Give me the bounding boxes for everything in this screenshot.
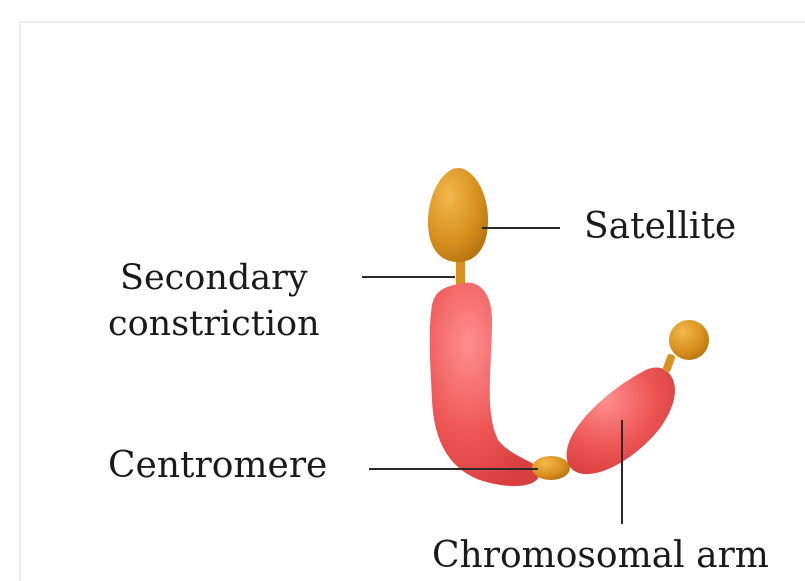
secondary-constriction-label-line2: constriction xyxy=(108,302,320,348)
chromosome-long-arm xyxy=(430,283,540,486)
satellite-label: Satellite xyxy=(584,209,736,245)
secondary-constriction-label: Secondary constriction xyxy=(108,256,320,347)
short-arm-stalk xyxy=(662,353,676,373)
satellite-body xyxy=(428,168,488,262)
chromosomal-arm-label: Chromosomal arm xyxy=(432,538,769,574)
secondary-constriction-label-line1: Secondary xyxy=(108,256,320,302)
centromere-label: Centromere xyxy=(108,448,327,484)
terminal-knob xyxy=(669,320,709,360)
chromosome-short-arm xyxy=(567,368,675,475)
